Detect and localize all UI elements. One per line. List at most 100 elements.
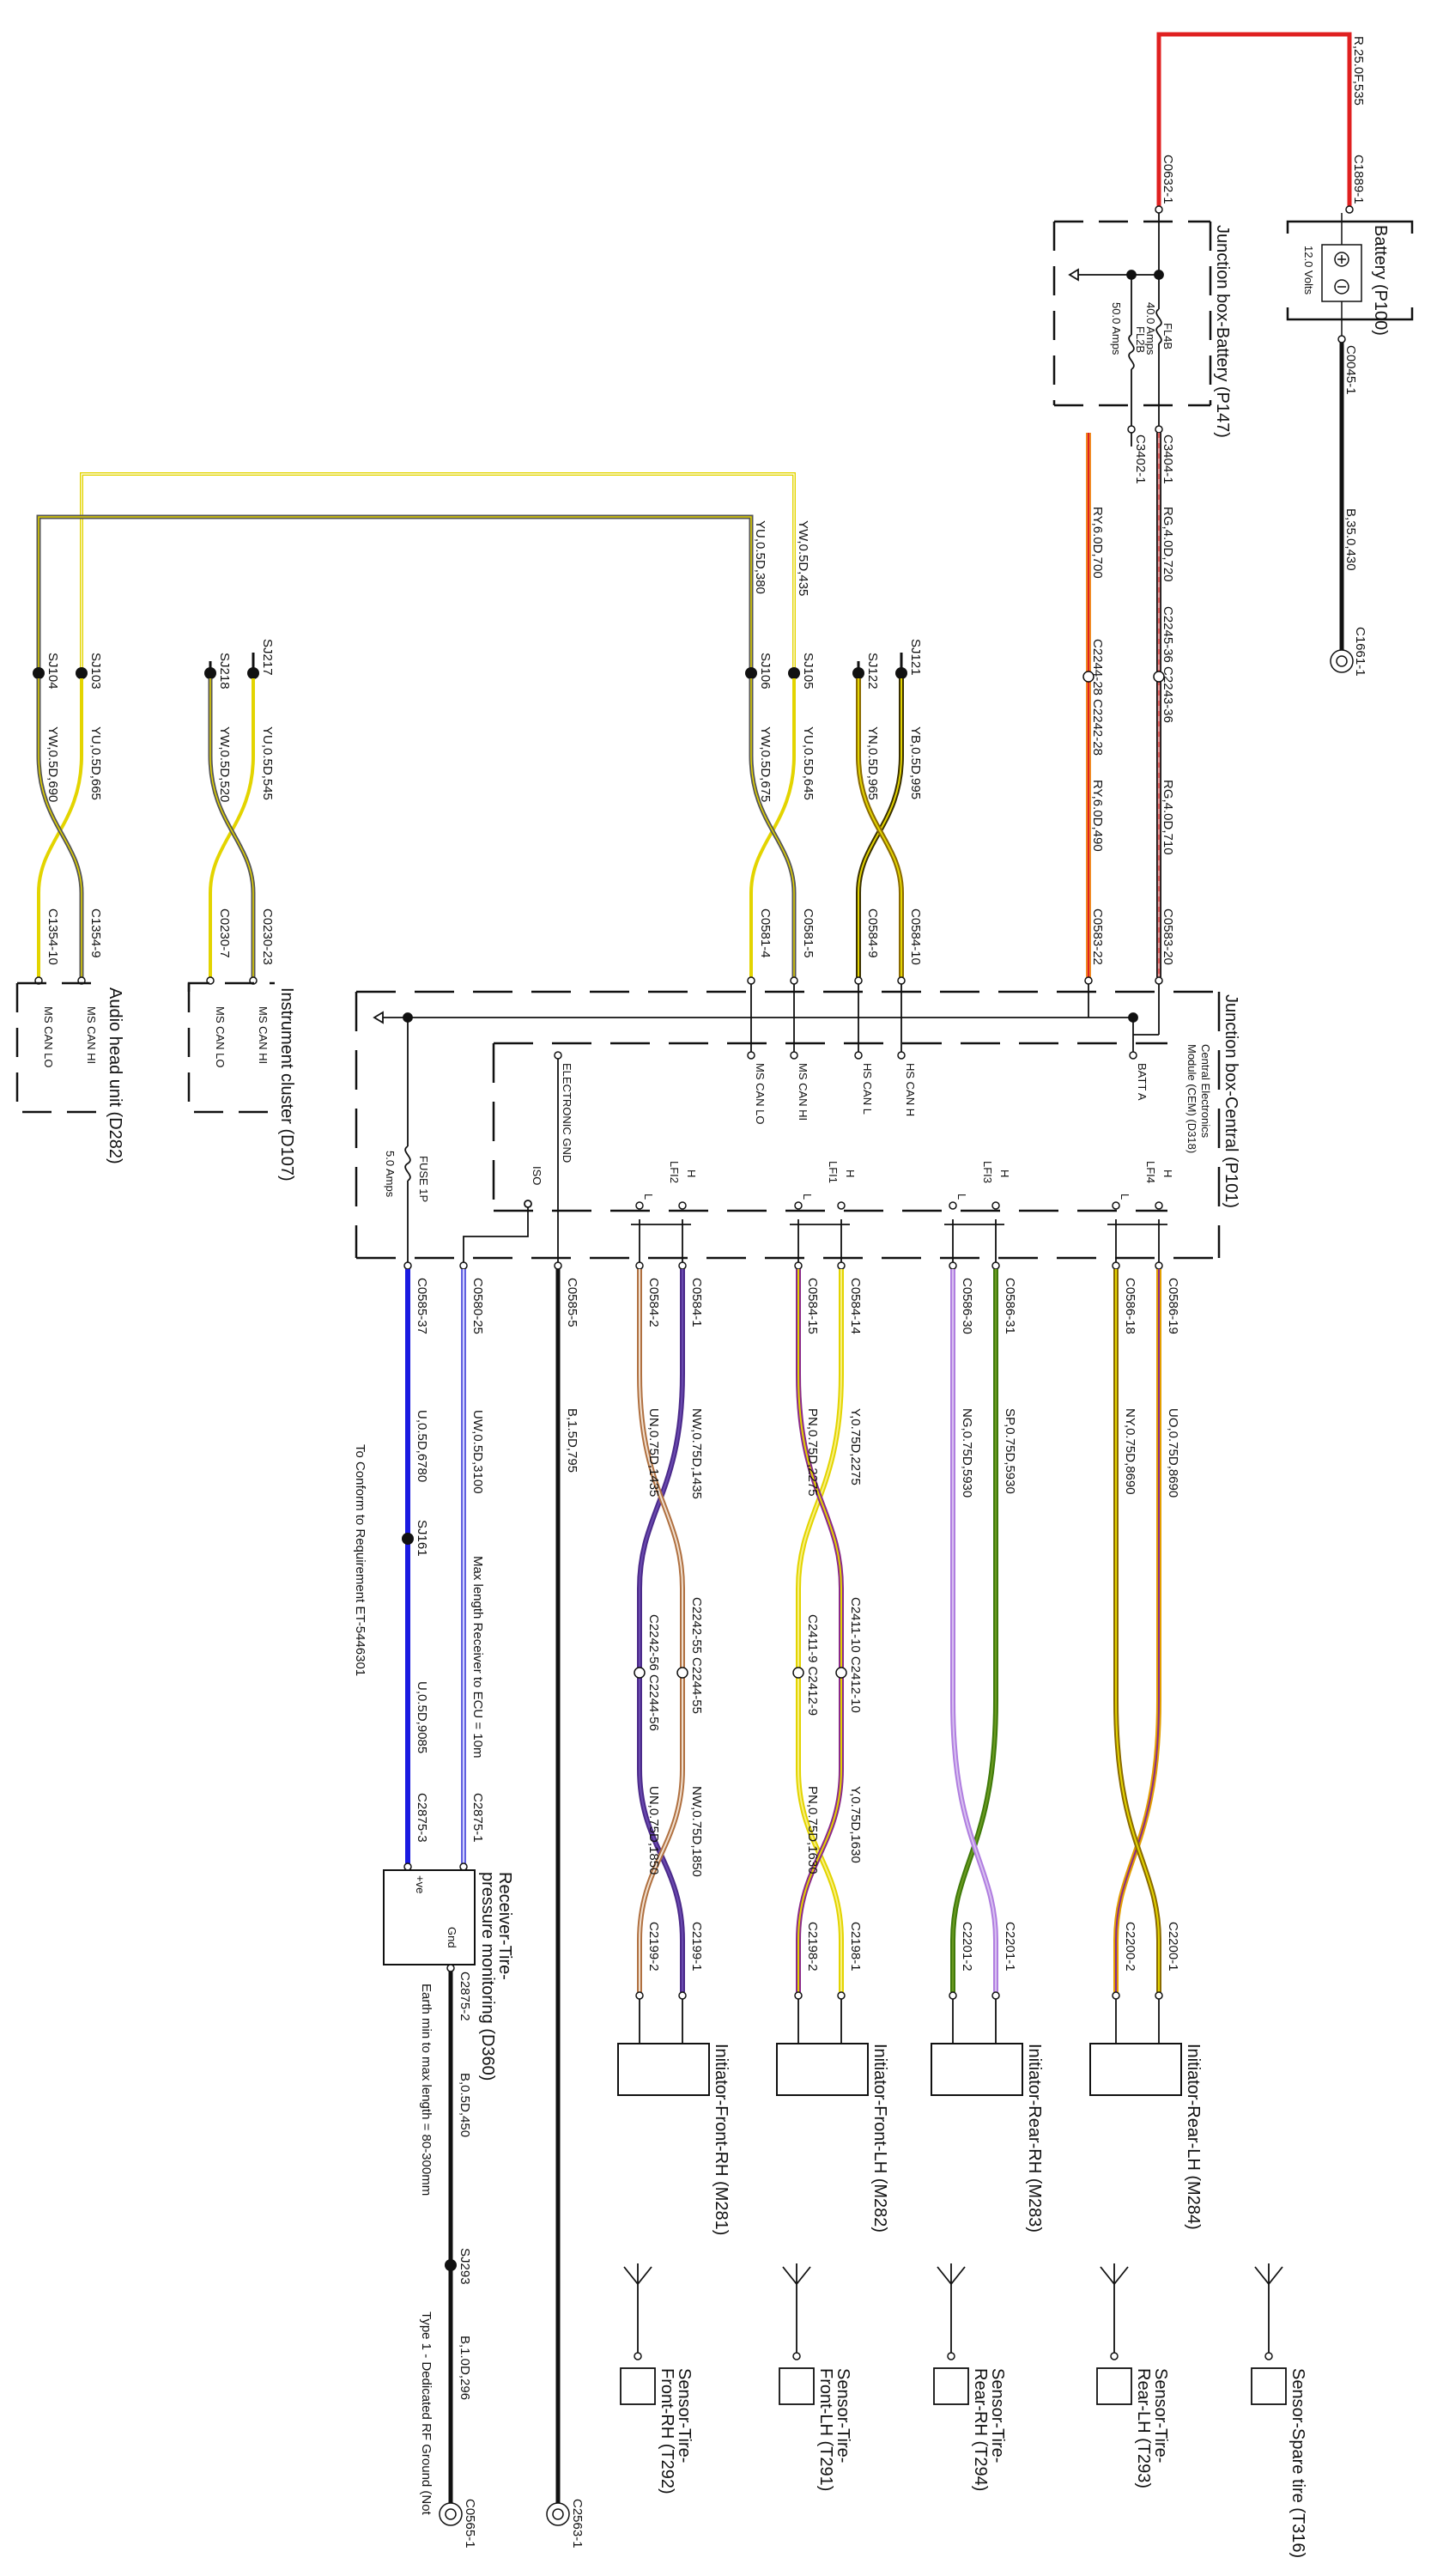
lfi2-label: LFI2 — [668, 1161, 681, 1183]
wire-hs-h: YB,0.5D,995 — [908, 726, 923, 799]
wire-ah-l: YW,0.5D,690 — [45, 726, 60, 802]
ground-icon — [439, 2502, 463, 2526]
lfi-switches — [631, 1219, 1167, 1262]
jbc-fuse-amps: 5.0 Amps — [384, 1151, 397, 1198]
initiator-rear-lh-title: Initiator-Rear-LH (M284) — [1184, 2044, 1203, 2230]
fuse-fl2b-amps: 50.0 Amps — [1110, 302, 1123, 355]
jbc-pin-gnd: ELECTRONIC GND — [561, 1063, 573, 1163]
frh-dev-b: C2199-2 — [646, 1922, 661, 1971]
conn-ic-l: C0230-7 — [217, 908, 232, 958]
rrh-dev-a: C2201-1 — [1003, 1922, 1017, 1971]
rlh-wire-b: NY,0.75D,8690 — [1123, 1408, 1137, 1495]
flh-conn-b: C0584-15 — [805, 1278, 820, 1334]
battery-symbol — [1286, 213, 1414, 339]
jbc-pin-hs-h: HS CAN H — [904, 1063, 917, 1116]
antenna-icon — [779, 2263, 815, 2405]
splice-sj121: SJ121 — [908, 639, 923, 676]
ic-pin-h: MS CAN HI — [257, 1006, 270, 1064]
twisted-pair-initiator-front-rh — [637, 1269, 685, 1992]
tpms-title-2: pressure monitoring (D360) — [478, 1872, 497, 2081]
antenna-icon — [933, 2263, 969, 2405]
jbb-input-connector: C0632-1 — [1161, 155, 1175, 204]
rlh-wire-a: UO,0.75D,8690 — [1166, 1408, 1180, 1498]
lfi4-h: H — [1161, 1170, 1174, 1177]
flh-wire-a: Y,0.75D,2275 — [848, 1408, 863, 1485]
frh-wire-b: UN,0.75D,1435 — [646, 1408, 661, 1497]
battery-pos-connector: C1889-1 — [1351, 155, 1366, 204]
flh-splice-b: C2411-9 C2412-9 — [805, 1614, 820, 1716]
battery-positive-wire — [1156, 32, 1352, 206]
tpms-pin-gnd: Gnd — [446, 1927, 458, 1948]
lfi1-l: L — [801, 1194, 814, 1200]
flh-wire2-b: PN,0.75D,1630 — [805, 1786, 820, 1874]
initiator-pin-circles — [635, 1991, 1163, 2000]
battery-pos-wire-label: R,25.0F,535 — [1351, 36, 1366, 106]
tpms-wire-gnd2: B,1.0D,296 — [458, 2336, 472, 2400]
initiator-front-rh-title: Initiator-Front-RH (M281) — [712, 2044, 731, 2235]
lfi1-label: LFI1 — [827, 1161, 840, 1183]
tpms-note-max: Max length Receiver to ECU = 10m — [470, 1556, 485, 1759]
antenna-icon — [1096, 2263, 1132, 2405]
pin-circles-lower — [403, 1261, 1163, 1270]
ground-icon — [1330, 649, 1354, 673]
wire-ms-l: YW,0.5D,675 — [758, 726, 773, 802]
conn-hs-h: C0584-10 — [908, 908, 923, 965]
conn-hs-l: C0584-9 — [865, 908, 880, 958]
wire-hs-l: YN,0.5D,965 — [865, 726, 880, 800]
rrh-conn-a: C0586-31 — [1003, 1278, 1017, 1334]
lfi2-l: L — [642, 1194, 655, 1200]
tpms-dev-a: C2875-1 — [470, 1793, 485, 1843]
flh-conn-a: C0584-14 — [848, 1278, 863, 1334]
lfi-pins — [635, 1201, 1163, 1210]
jbc-subtitle-1: Central Electronics — [1199, 1044, 1212, 1139]
flh-splice-a: C2411-10 C2412-10 — [848, 1597, 863, 1713]
fuse-fl4b: FL4B — [1161, 323, 1174, 349]
lfi3-label: LFI3 — [981, 1161, 994, 1183]
feed-ry-conn: C0583-22 — [1090, 908, 1105, 965]
lfi3-h: H — [998, 1170, 1011, 1177]
feed-wires — [1086, 433, 1161, 977]
wire-ah-h: YU,0.5D,665 — [88, 726, 103, 800]
initiator-rear-rh-title: Initiator-Rear-RH (M283) — [1025, 2044, 1044, 2233]
splice-sj106: SJ106 — [758, 653, 773, 690]
rrh-wire-a: SP,0.75D,5930 — [1003, 1408, 1017, 1494]
frh-conn-b: C0584-2 — [646, 1278, 661, 1327]
jbb-title: Junction box-Battery (P147) — [1213, 225, 1232, 438]
sensor-antennas — [620, 2263, 1287, 2405]
jbc-pin-ms-l: MS CAN LO — [754, 1063, 767, 1125]
battery-ground-connector: C1661-1 — [1353, 627, 1367, 677]
tpms-dev-gnd: C2875-2 — [458, 1971, 472, 2021]
jbb-bus — [1068, 213, 1164, 429]
jbb-conn-b: C3402-1 — [1133, 434, 1148, 484]
frh-splice-b: C2242-56 C2244-56 — [646, 1614, 661, 1731]
tpms-pin-ve: +ve — [414, 1875, 427, 1893]
ms-can-bus-wires — [36, 472, 796, 670]
egnd-conn: C0585-5 — [565, 1278, 579, 1327]
tpms-wires — [405, 1269, 466, 1863]
antenna-icon — [1251, 2263, 1287, 2405]
fuse-fl2b: FL2B — [1134, 326, 1147, 353]
inline-connector-icon — [1082, 671, 1165, 683]
battery-title: Battery (P100) — [1371, 225, 1390, 336]
lfi4-l: L — [1119, 1194, 1131, 1200]
tpms-receiver-box — [383, 1869, 476, 1965]
rlh-dev-a: C2200-1 — [1166, 1922, 1180, 1971]
splice-sj122: SJ122 — [865, 653, 880, 690]
tpms-gnd-conn: C0565-1 — [463, 2499, 477, 2549]
lfi1-h: H — [844, 1170, 857, 1177]
feed-rg-conn: C0583-20 — [1161, 908, 1175, 965]
tpms-wire-b: U,0.5D,6780 — [415, 1410, 429, 1482]
rrh-wire-b: NG,0.75D,5930 — [960, 1408, 974, 1498]
initiator-boxes — [617, 2043, 1182, 2096]
ic-pin-l: MS CAN LO — [214, 1006, 227, 1068]
conn-ic-h: C0230-23 — [260, 908, 275, 965]
flh-dev-a: C2198-1 — [848, 1922, 863, 1971]
rrh-dev-b: C2201-2 — [960, 1922, 974, 1971]
junction-box-battery — [1052, 220, 1212, 407]
ground-icon — [546, 2502, 570, 2526]
sensor-rrh-title-1: Sensor-Tire- — [988, 2368, 1007, 2463]
tpms-note-type: Type 1 - Dedicated RF Ground (Not — [419, 2312, 434, 2516]
jbc-pin-hs-l: HS CAN L — [861, 1063, 874, 1115]
sensor-frh-title-2: Front-RH (T292) — [658, 2368, 676, 2494]
